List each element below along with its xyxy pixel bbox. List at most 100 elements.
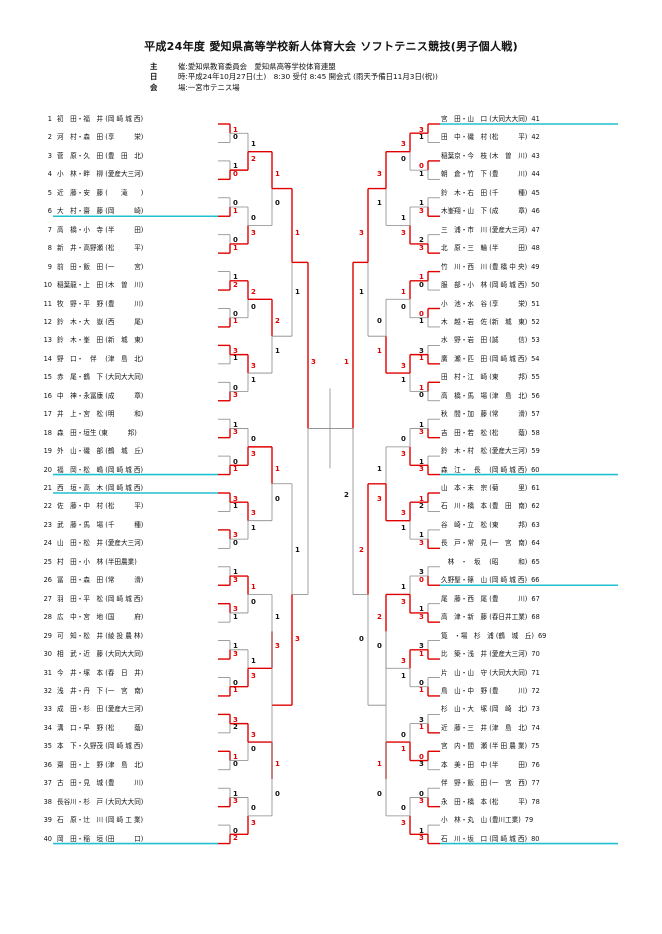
entry-number: 9 <box>47 262 52 271</box>
match-score: 3 <box>419 206 424 215</box>
entry-pair: 石 川・橋 本 (豊 田 南) <box>441 502 528 511</box>
entry-row: 北 原・三 輪 (半 田)48 <box>441 243 627 253</box>
entry-pair: 稲葉龍・上 田 (木 曽 川) <box>57 281 144 290</box>
match-score: 3 <box>251 450 256 459</box>
entry-number: 73 <box>531 705 540 714</box>
entry-number: 75 <box>531 742 540 751</box>
entry-pair: 谷 崎・立 松 (東 邦) <box>441 520 528 529</box>
entry-pair: 井 上・宮 松 (明 和) <box>57 410 144 419</box>
entry-number: 7 <box>47 225 52 234</box>
match-score: 1 <box>419 317 424 326</box>
match-score: 1 <box>233 273 238 282</box>
match-score: 1 <box>401 376 406 385</box>
entry-number: 76 <box>531 760 540 769</box>
match-score: 3 <box>401 656 406 665</box>
entry-pair: 筧 ・場 杉 浦 (鶴 城 丘) <box>441 631 534 640</box>
entry-number: 72 <box>531 686 540 695</box>
entry-number: 30 <box>43 650 52 659</box>
entry-number: 41 <box>531 115 540 123</box>
entry-number: 46 <box>531 207 540 216</box>
match-score: 1 <box>275 760 280 769</box>
entry-pair: 尾 藤・西 尾 (豊 川) <box>441 594 528 603</box>
match-score: 2 <box>251 287 256 296</box>
match-score: 1 <box>275 465 280 473</box>
entry-number: 43 <box>531 151 540 160</box>
entry-number: 5 <box>47 188 52 197</box>
entry-row: 久野聖・篠 山 (岡 崎 城 西)66 <box>441 575 627 585</box>
match-score: 2 <box>233 723 238 732</box>
match-score: 1 <box>233 752 238 761</box>
entry-number: 67 <box>531 594 540 603</box>
entry-row: 石 川・橋 本 (豊 田 南)62 <box>441 501 627 511</box>
entry-number: 71 <box>531 668 540 677</box>
entry-number: 45 <box>531 188 540 197</box>
entry-number: 65 <box>531 557 540 566</box>
match-score: 1 <box>233 465 238 473</box>
entry-pair: 高 津・新 藤 (春日井工業) <box>441 613 528 622</box>
info-organizer: 主催:愛知県教育委員会 愛知県高等学校体育連盟 <box>150 62 438 72</box>
match-score: 1 <box>233 789 238 798</box>
match-score: 1 <box>419 494 424 503</box>
entry-number: 26 <box>43 576 52 585</box>
entry-number: 36 <box>43 760 52 769</box>
match-score: 2 <box>419 501 424 510</box>
entry-number: 8 <box>47 244 52 253</box>
match-score: 3 <box>401 140 406 149</box>
entry-pair: 古 田・見 城 (豊 川) <box>57 779 144 788</box>
entry-pair: 相 武・近 藤 (大同大大同) <box>57 650 144 659</box>
entry-pair: 今 井・塚 本 (春 日 井) <box>57 668 144 677</box>
entry-number: 22 <box>43 502 52 511</box>
match-score: 3 <box>419 346 424 355</box>
match-score: 3 <box>251 730 256 739</box>
entry-number: 18 <box>43 428 52 437</box>
info-label: 会 <box>150 82 158 92</box>
entry-pair: 森 江・ 長 (岡 崎 城 西) <box>441 465 528 474</box>
match-score: 3 <box>295 634 300 643</box>
entry-row: 田 村・江 崎 (東 邦)55 <box>441 372 627 382</box>
entry-number: 13 <box>43 336 52 345</box>
entry-number: 44 <box>531 170 540 179</box>
match-score: 3 <box>359 228 364 237</box>
match-score: 0 <box>251 745 256 754</box>
entry-number: 57 <box>531 410 540 419</box>
match-score: 1 <box>419 169 424 178</box>
entry-row: 鳥 山・中 野 (豊 川)72 <box>441 686 627 696</box>
entry-number: 62 <box>531 502 540 511</box>
entry-pair: 村 田・小 林 (半田農業) <box>57 557 137 566</box>
match-score: 1 <box>275 169 280 178</box>
match-score: 1 <box>419 686 424 695</box>
match-score: 3 <box>401 361 406 370</box>
entry-number: 59 <box>531 447 540 456</box>
match-score: 3 <box>401 509 406 518</box>
entry-row: 山 本・末 宗 (菊 里)61 <box>441 483 627 493</box>
entry-number: 49 <box>531 262 540 271</box>
entry-number: 80 <box>531 834 540 843</box>
match-score: 0 <box>401 804 406 813</box>
match-score: 0 <box>251 435 256 444</box>
match-score: 3 <box>233 575 238 584</box>
info-text: 場:一宮市テニス場 <box>178 82 240 92</box>
entry-number: 78 <box>531 797 540 806</box>
match-score: 3 <box>377 169 382 178</box>
entry-pair: 吉 田・若 松 (松 蔭) <box>441 428 528 437</box>
entry-row: 高 橋・馬 場 (津 島 北)56 <box>441 391 627 401</box>
match-score: 1 <box>401 214 406 223</box>
match-score: 1 <box>419 132 424 141</box>
entry-pair: 赤 尾・鶴 下 (大同大大同) <box>57 373 144 382</box>
entry-number: 27 <box>43 594 52 603</box>
entry-pair: 木峯翔・山 下 (成 章) <box>441 207 528 216</box>
match-score: 1 <box>233 686 238 695</box>
entry-row: 片 山・山 守 (大同大大同)71 <box>441 668 627 678</box>
entry-row: 高 津・新 藤 (春日井工業)68 <box>441 612 627 622</box>
